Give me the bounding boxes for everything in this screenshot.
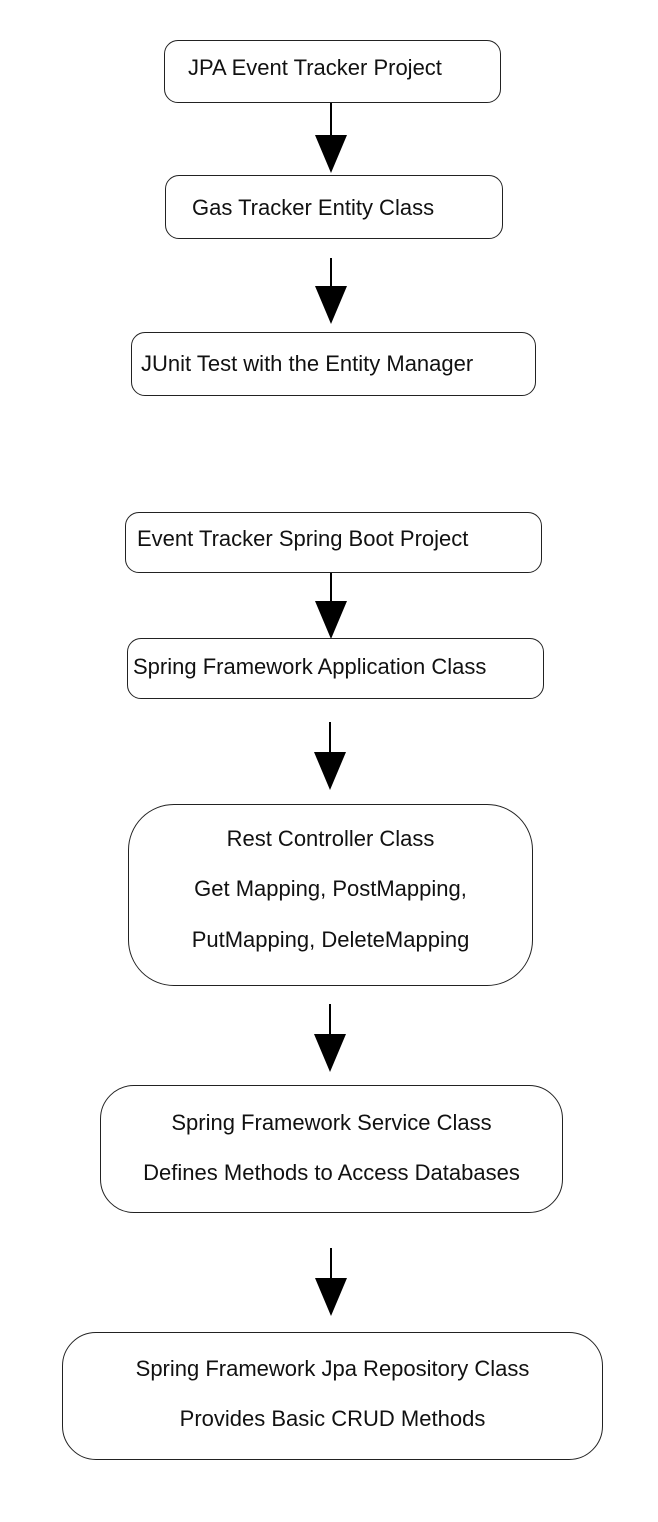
arrow-application-to-controller [312,722,348,792]
arrow-down-icon [315,103,347,173]
arrow-down-icon [315,573,347,639]
arrow-jpa-to-entity [313,103,349,175]
spring-boot-project-node: Event Tracker Spring Boot Project [125,512,542,573]
service-class-description: Defines Methods to Access Databases [143,1160,520,1185]
arrow-controller-to-service [312,1004,348,1074]
arrow-down-icon [314,1004,346,1072]
arrow-entity-to-junit [313,258,349,326]
service-class-node: Spring Framework Service Class Defines M… [100,1085,563,1213]
junit-test-label: JUnit Test with the Entity Manager [141,351,474,376]
rest-controller-mappings-line-1: Get Mapping, PostMapping, [194,876,467,901]
arrow-service-to-repository [313,1248,349,1318]
application-class-node: Spring Framework Application Class [127,638,544,699]
repository-class-description: Provides Basic CRUD Methods [179,1406,486,1431]
junit-test-node: JUnit Test with the Entity Manager [131,332,536,396]
service-class-title: Spring Framework Service Class [171,1110,492,1135]
spring-boot-project-label: Event Tracker Spring Boot Project [137,526,469,551]
gas-tracker-entity-class-label: Gas Tracker Entity Class [192,195,435,220]
arrow-project-to-application [313,573,349,641]
application-class-label: Spring Framework Application Class [133,654,487,679]
arrow-down-icon [315,1248,347,1316]
rest-controller-mappings-line-2: PutMapping, DeleteMapping [191,927,470,952]
rest-controller-title: Rest Controller Class [226,826,435,851]
arrow-down-icon [315,258,347,324]
jpa-event-tracker-project-node: JPA Event Tracker Project [164,40,501,103]
gas-tracker-entity-class-node: Gas Tracker Entity Class [165,175,503,239]
rest-controller-class-node: Rest Controller Class Get Mapping, PostM… [128,804,533,986]
repository-class-title: Spring Framework Jpa Repository Class [135,1356,530,1381]
arrow-down-icon [314,722,346,790]
jpa-event-tracker-project-label: JPA Event Tracker Project [188,55,442,80]
repository-class-node: Spring Framework Jpa Repository Class Pr… [62,1332,603,1460]
